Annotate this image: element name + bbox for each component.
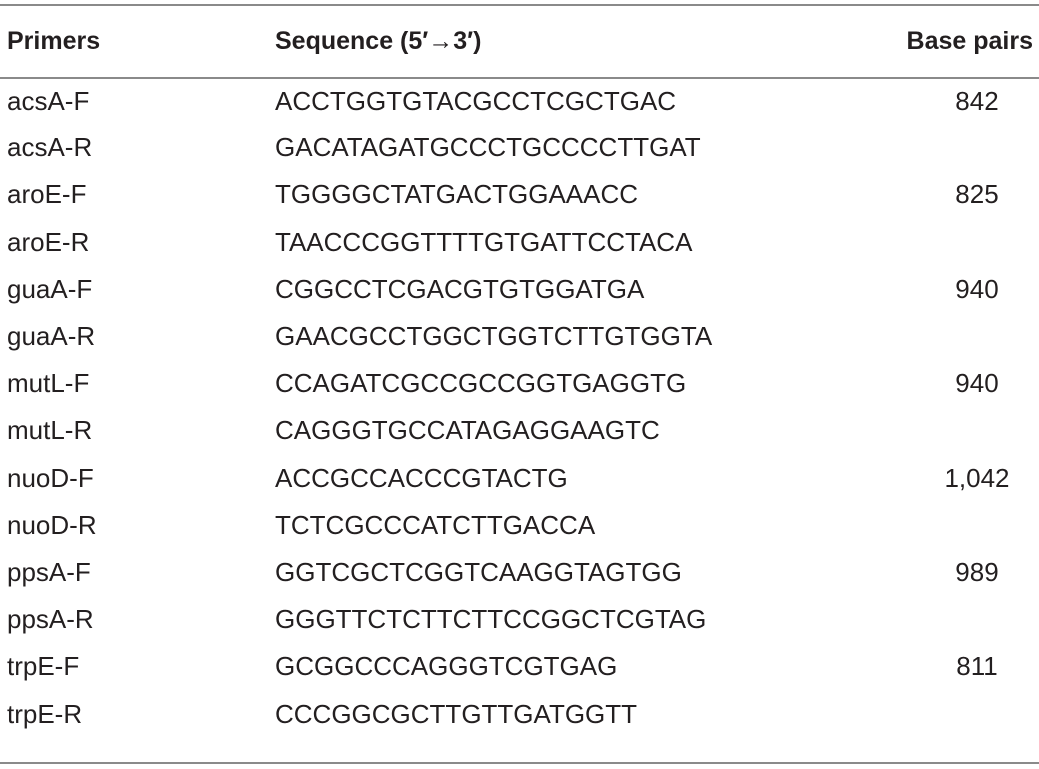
base-pairs-cell	[875, 502, 1039, 549]
sequence-cell: GGTCGCTCGGTCAAGGTAGTGG	[275, 556, 682, 587]
sequence-cell: CCCGGCGCTTGTTGATGGTT	[275, 698, 638, 729]
table: Primers Sequence (5′→3′) Base pairs acsA…	[0, 6, 1039, 738]
table-row: trpE-F GCGGCCCAGGGTCGTGAG 811	[0, 643, 1039, 690]
table-row: nuoD-R TCTCGCCCATCTTGACCA	[0, 502, 1039, 549]
table-row: guaA-R GAACGCCTGGCTGGTCTTGTGGTA	[0, 313, 1039, 360]
table-row: aroE-R TAACCCGGTTTTGTGATTCCTACA	[0, 219, 1039, 266]
base-pairs-cell	[875, 124, 1039, 171]
table-row: aroE-F TGGGGCTATGACTGGAAACC 825	[0, 171, 1039, 218]
sequence-cell: ACCTGGTGTACGCCTCGCTGAC	[275, 86, 677, 117]
base-pairs-cell	[875, 219, 1039, 266]
base-pairs-cell	[875, 313, 1039, 360]
bottom-rule	[0, 762, 1039, 764]
primer-cell: trpE-F	[7, 651, 80, 682]
sequence-cell: ACCGCCACCCGTACTG	[275, 462, 568, 493]
table-row: acsA-F ACCTGGTGTACGCCTCGCTGAC 842	[0, 77, 1039, 124]
sequence-cell: CAGGGTGCCATAGAGGAAGTC	[275, 415, 660, 446]
table-body: acsA-F ACCTGGTGTACGCCTCGCTGAC 842 acsA-R GAC…	[0, 77, 1039, 738]
base-pairs-cell: 811	[956, 651, 998, 682]
primer-cell: guaA-R	[7, 321, 96, 352]
primer-cell: acsA-R	[7, 132, 93, 163]
top-rule	[0, 4, 1039, 6]
primer-cell: ppsA-F	[7, 556, 91, 587]
base-pairs-cell: 989	[955, 556, 999, 587]
sequence-cell: CCAGATCGCCGCCGGTGAGGTG	[275, 368, 687, 399]
primer-cell: nuoD-R	[7, 509, 97, 540]
sequence-cell: GACATAGATGCCCTGCCCCTTGAT	[275, 132, 701, 163]
sequence-cell: TAACCCGGTTTTGTGATTCCTACA	[275, 226, 693, 257]
sequence-cell: TGGGGCTATGACTGGAAACC	[275, 179, 639, 210]
header-rule	[0, 77, 1039, 79]
table-row: ppsA-F GGTCGCTCGGTCAAGGTAGTGG 989	[0, 549, 1039, 596]
base-pairs-cell	[875, 407, 1039, 454]
table-row: mutL-F CCAGATCGCCGCCGGTGAGGTG 940	[0, 360, 1039, 407]
primer-cell: nuoD-F	[7, 462, 94, 493]
primer-cell: mutL-R	[7, 415, 93, 446]
base-pairs-cell: 1,042	[944, 462, 1010, 493]
sequence-cell: GCGGCCCAGGGTCGTGAG	[275, 651, 618, 682]
table-row: guaA-F CGGCCTCGACGTGTGGATGA 940	[0, 266, 1039, 313]
base-pairs-cell	[875, 690, 1039, 737]
sequence-cell: TCTCGCCCATCTTGACCA	[275, 509, 596, 540]
header-base-pairs: Base pairs	[906, 27, 1033, 55]
primer-cell: aroE-R	[7, 226, 90, 257]
base-pairs-cell	[875, 596, 1039, 643]
primer-cell: guaA-F	[7, 273, 93, 304]
base-pairs-cell: 940	[955, 273, 999, 304]
table-row: nuoD-F ACCGCCACCCGTACTG 1,042	[0, 455, 1039, 502]
primer-cell: mutL-F	[7, 368, 90, 399]
primer-cell: aroE-F	[7, 179, 87, 210]
table-row: ppsA-R GGGTTCTCTTCTTCCGGCTCGTAG	[0, 596, 1039, 643]
table-row: mutL-R CAGGGTGCCATAGAGGAAGTC	[0, 407, 1039, 454]
base-pairs-cell: 940	[955, 368, 999, 399]
sequence-cell: GAACGCCTGGCTGGTCTTGTGGTA	[275, 321, 713, 352]
header-sequence: Sequence (5′→3′)	[275, 27, 482, 55]
table-row: acsA-R GACATAGATGCCCTGCCCCTTGAT	[0, 124, 1039, 171]
sequence-cell: CGGCCTCGACGTGTGGATGA	[275, 273, 645, 304]
primer-cell: ppsA-R	[7, 604, 94, 635]
primer-cell: acsA-F	[7, 86, 90, 117]
base-pairs-cell: 825	[955, 179, 999, 210]
header-row: Primers Sequence (5′→3′) Base pairs	[0, 6, 1039, 77]
table-row: trpE-R CCCGGCGCTTGTTGATGGTT	[0, 690, 1039, 737]
sequence-cell: GGGTTCTCTTCTTCCGGCTCGTAG	[275, 604, 707, 635]
header-primers: Primers	[7, 27, 101, 55]
primer-cell: trpE-R	[7, 698, 83, 729]
base-pairs-cell: 842	[955, 86, 999, 117]
